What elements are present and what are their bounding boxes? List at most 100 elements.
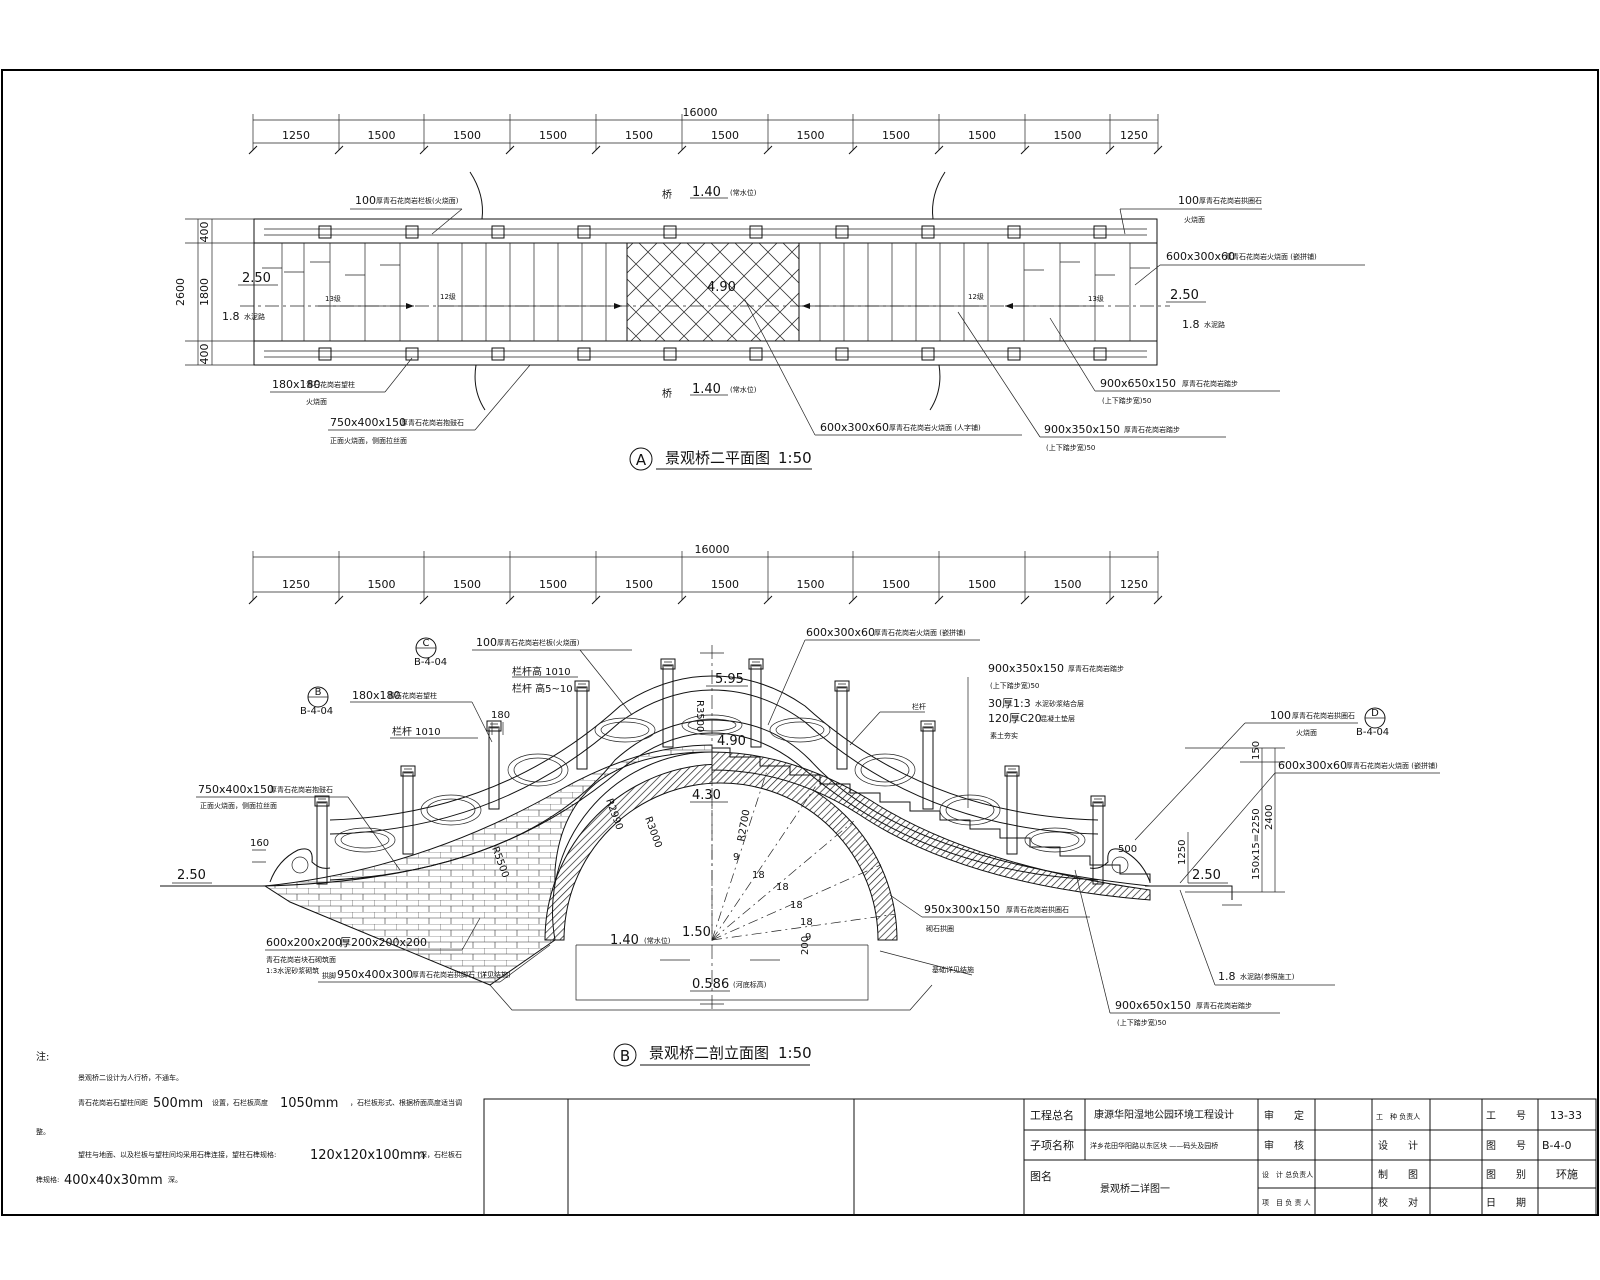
elev-top: 5.95 <box>715 672 744 687</box>
stone-arch <box>544 763 898 941</box>
elev-segment-dim-5: 1500 <box>625 578 653 591</box>
elev-callout-1: 100 <box>476 636 497 649</box>
plan-elev-left: 2.50 <box>242 271 271 286</box>
elev-arch-segment-2: 18 <box>752 870 765 881</box>
elev-callout-18-note: 厚青石花岗岩拱脚石 (详见结施) <box>412 970 511 979</box>
plan-elev-top: 1.40 <box>692 185 721 200</box>
plan-post-top-7 <box>835 225 849 239</box>
elev-arch-segment-4: 18 <box>790 900 803 911</box>
elev-post-3 <box>488 726 500 810</box>
plan-callout-6-sub: (上下踏步宽)50 <box>1102 396 1151 405</box>
plan-segment-dim-5: 1500 <box>625 129 653 142</box>
tb-category: 环施 <box>1556 1168 1578 1181</box>
elev-ref-d: D <box>1371 708 1379 719</box>
tb-drawing-value: 景观桥二详图一 <box>1100 1182 1170 1195</box>
general-notes: 注: 景观桥二设计为人行桥，不通车。 青石花岗岩石望柱间距 500mm 设置，石… <box>36 1050 462 1188</box>
elev-segment-dim-9: 1500 <box>968 578 996 591</box>
elev-callout-18: 950x400x300 <box>337 968 413 981</box>
plan-post-bottom-9 <box>1007 347 1021 361</box>
elev-scale: 1:50 <box>778 1044 812 1062</box>
elev-ref-c-sheet: B-4-04 <box>414 657 447 668</box>
elev-water-note: (常水位) <box>644 936 671 945</box>
elev-callout-16-sub: (上下踏步宽)50 <box>1117 1018 1166 1027</box>
plan-scale: 1:50 <box>778 449 812 467</box>
elev-deck: 4.90 <box>717 734 746 749</box>
elev-callout-3: 180x180 <box>352 689 401 702</box>
elev-panel-3 <box>507 753 569 787</box>
elev-ref-d-sheet: B-4-04 <box>1356 727 1389 738</box>
tb-approve: 审 定 <box>1264 1109 1304 1122</box>
tb-date-label: 日 期 <box>1486 1197 1526 1209</box>
notes-line-2e: ，石栏板形式、根据桥面高度适当调 <box>350 1098 462 1107</box>
plan-callout-5-sub: 正面火烧面，侧面拉丝面 <box>330 436 407 445</box>
elev-dim-200: 200 <box>800 936 811 955</box>
elev-panel-4 <box>594 717 656 743</box>
plan-width-dim-top: 400 <box>198 222 211 243</box>
masonry-abutment <box>263 744 713 986</box>
elev-callout-17: 600x200x200 <box>266 936 342 949</box>
plan-right-road-note: 水泥路 <box>1204 320 1225 329</box>
elev-water: 1.40 <box>610 933 639 948</box>
plan-post-top-9 <box>1007 225 1021 239</box>
plan-segment-dim-1: 1250 <box>282 129 310 142</box>
plan-segment-dim-2: 1500 <box>368 129 396 142</box>
plan-callout-8: 900x350x150 <box>1044 423 1120 436</box>
elev-post-6 <box>750 664 762 748</box>
elev-radius-1: R3500 <box>694 700 705 732</box>
plan-elev-center: 4.90 <box>707 280 736 295</box>
plan-title: 景观桥二平面图 <box>665 449 770 467</box>
plan-water-side-top: 桥 <box>662 189 672 201</box>
notes-line-3: 整。 <box>36 1127 50 1136</box>
notes-line-4b: 120x120x100mm <box>310 1148 425 1163</box>
elev-post-8 <box>922 726 934 810</box>
elev-callout-2: 600x300x60 <box>806 626 875 639</box>
elev-ref-c: C <box>423 638 430 649</box>
plan-post-bottom-6 <box>749 347 763 361</box>
elev-callout-4b: 栏杆 高5~10 <box>512 682 573 695</box>
plan-callout-8-sub: (上下踏步宽)50 <box>1046 443 1095 452</box>
notes-line-1: 景观桥二设计为人行桥，不通车。 <box>78 1073 183 1082</box>
plan-steps-4: 13级 <box>1088 294 1104 303</box>
plan-callout-6-note: 厚青石花岗岩踏步 <box>1182 379 1238 388</box>
plan-width-dim-bot: 400 <box>198 344 211 365</box>
plan-callout-4-note: 青石花岗岩望柱 <box>306 380 355 389</box>
elev-callout-11: 100 <box>1270 709 1291 722</box>
tb-design-lead: 设 计 总负责人 <box>1262 1170 1313 1179</box>
tb-design: 设 计 <box>1378 1139 1418 1152</box>
plan-post-top-3 <box>491 225 505 239</box>
elev-callout-13-note: 厚青石花岗岩拱圈石 <box>1006 905 1069 914</box>
plan-callout-3: 600x300x60 <box>1166 250 1235 263</box>
plan-post-bottom-5 <box>663 347 677 361</box>
elev-segment-dim-1: 1250 <box>282 578 310 591</box>
notes-line-5b: 400x40x30mm <box>64 1173 163 1188</box>
elev-radius-3: R2700 <box>736 809 752 843</box>
elev-right: 2.50 <box>1192 868 1221 883</box>
elev-segment-dim-10: 1500 <box>1054 578 1082 591</box>
elev-bottom-note: (河底标高) <box>733 980 767 989</box>
plan-elev-right: 2.50 <box>1170 288 1199 303</box>
elev-callout-18-pre: 拱脚 <box>322 971 336 980</box>
elev-segment-dim-8: 1500 <box>882 578 910 591</box>
elev-callout-14: 基础详见结施 <box>932 965 974 974</box>
plan-post-top-5 <box>663 225 677 239</box>
plan-post-bottom-10 <box>1093 347 1107 361</box>
elev-callout-13-sub: 砌石拱圈 <box>926 924 954 933</box>
notes-line-5a: 榫规格: <box>36 1175 59 1184</box>
elev-arch-segment-6: 9 <box>805 932 811 943</box>
tb-project-label: 工程总名 <box>1030 1108 1074 1122</box>
elev-post-1 <box>316 801 328 885</box>
elev-post-9 <box>1006 771 1018 855</box>
elev-callout-9: 120厚C20 <box>988 712 1042 725</box>
elev-overall-dim: 16000 <box>695 543 730 556</box>
elev-dim-1250: 1250 <box>1177 840 1188 865</box>
plan-post-bottom-8 <box>921 347 935 361</box>
elev-callout-11-note: 厚青石花岗岩拱圈石 <box>1292 711 1355 720</box>
elev-panel-8 <box>939 794 1001 826</box>
elev-post-2 <box>402 771 414 855</box>
plan-post-top-6 <box>749 225 763 239</box>
elev-post-5 <box>662 664 674 748</box>
plan-water-side-bottom: 桥 <box>662 388 672 400</box>
notes-line-2c: 设置，石栏板高度 <box>212 1098 268 1107</box>
elev-arch-segment-5: 18 <box>800 917 813 928</box>
